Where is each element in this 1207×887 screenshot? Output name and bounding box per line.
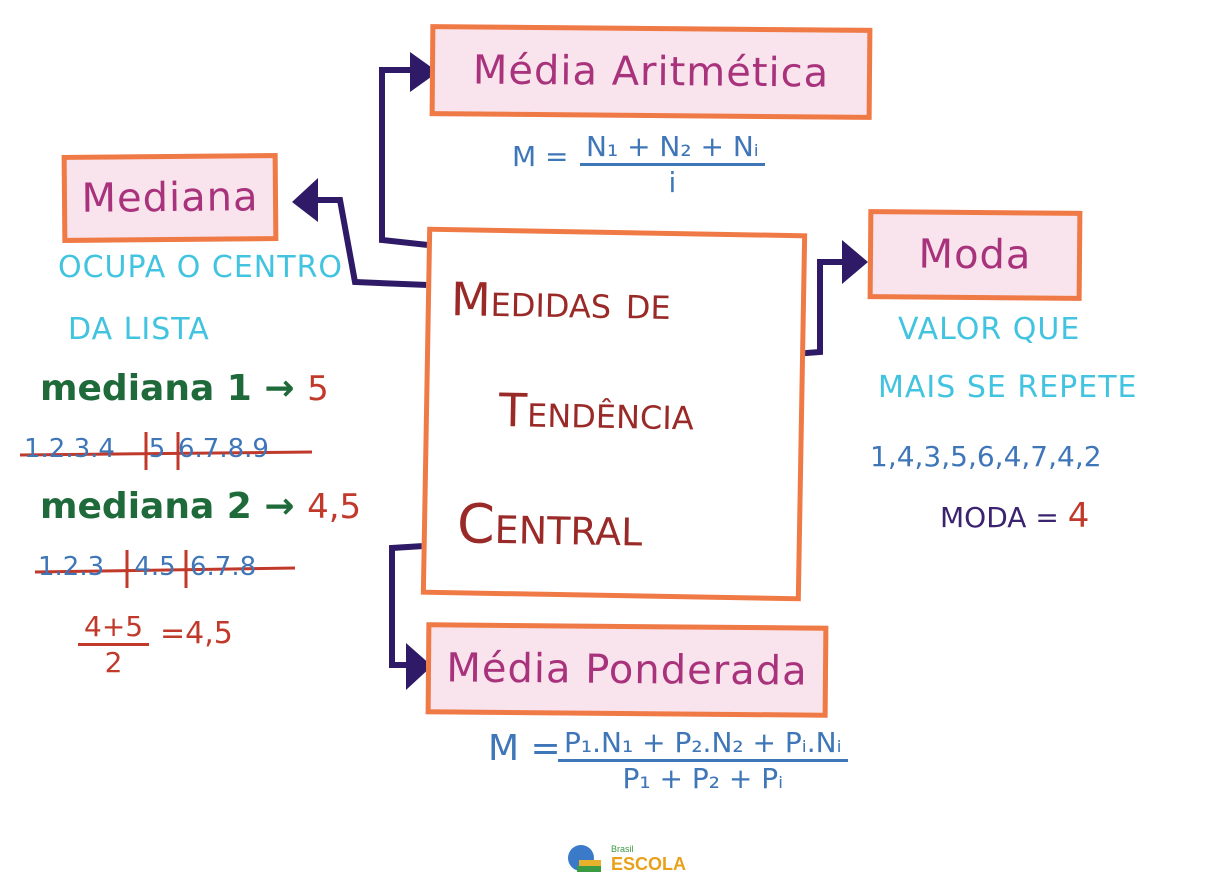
media-aritmetica-box: Média Aritmética	[429, 24, 873, 120]
moda-title: Moda	[918, 231, 1032, 279]
mediana-list1-mid: 5	[148, 434, 166, 464]
globe-books-icon	[568, 845, 601, 872]
mediana-calc-numerator: 4+5	[78, 610, 150, 646]
central-topic-line2: Tendência	[498, 382, 695, 441]
media-aritmetica-title: Média Aritmética	[472, 47, 830, 97]
mediana-box: Mediana	[61, 153, 279, 243]
arrowhead-mediana	[292, 178, 318, 222]
moda-box: Moda	[867, 209, 1083, 301]
arrowhead-media-ponderada	[406, 643, 432, 690]
moda-list: 1,4,3,5,6,4,7,4,2	[870, 440, 1102, 473]
moda-desc-line1: valor que	[898, 312, 1081, 347]
mediana-calc-result: =4,5	[160, 616, 233, 651]
mediana-calc-denominator: 2	[104, 646, 123, 679]
media-ponderada-box: Média Ponderada	[425, 622, 829, 718]
media-ponderada-title: Média Ponderada	[446, 645, 808, 695]
logo-brand-small: Brasil	[611, 844, 634, 854]
media-ponderada-denominator: P₁ + P₂ + Pᵢ	[622, 762, 784, 795]
media-ponderada-numerator: P₁.N₁ + P₂.N₂ + Pᵢ.Nᵢ	[558, 726, 848, 762]
mediana-list1-left: 1.2.3.4	[24, 434, 115, 464]
mediana-list1-right: 6.7.8.9	[178, 434, 269, 464]
moda-result-label: MODA =	[940, 501, 1068, 534]
media-ponderada-formula-lhs: M =	[488, 728, 561, 769]
media-aritmetica-denominator: i	[668, 166, 677, 199]
moda-result: MODA = 4	[940, 496, 1089, 536]
mediana-title: Mediana	[81, 174, 259, 222]
brasil-escola-logo: Brasil ESCOLA	[565, 842, 705, 878]
media-ponderada-formula-fraction: P₁.N₁ + P₂.N₂ + Pᵢ.Nᵢ P₁ + P₂ + Pᵢ	[558, 726, 848, 795]
mediana-desc-line2: da lista	[68, 312, 210, 347]
central-topic-box: Medidas de Tendência Central	[420, 226, 808, 602]
mediana-desc-line1: ocupa o centro	[58, 250, 344, 285]
mediana-calc-fraction: 4+5 2	[78, 610, 150, 679]
mediana-example2-value: 4,5	[307, 487, 362, 527]
strike-line-list1	[19, 450, 313, 457]
moda-result-value: 4	[1067, 496, 1090, 536]
arrow-to-mediana	[315, 197, 429, 288]
mediana-example2-label: mediana 2 →	[40, 486, 308, 527]
media-aritmetica-numerator: N₁ + N₂ + Nᵢ	[580, 130, 765, 166]
mediana-list1: 1.2.3.4 5 6.7.8.9	[24, 434, 269, 464]
central-topic-line3: Central	[456, 492, 643, 559]
moda-desc-line2: mais se repete	[878, 370, 1138, 405]
mediana-list2-left: 1.2.3	[38, 552, 105, 582]
mediana-example2: mediana 2 → 4,5	[40, 486, 361, 527]
strike-line-list2	[34, 566, 296, 574]
arrow-to-media-aritmetica	[379, 67, 429, 248]
central-topic-line1: Medidas de	[450, 272, 672, 330]
arrowhead-media-aritmetica	[410, 52, 438, 92]
arrow-to-media-ponderada	[389, 542, 441, 668]
media-aritmetica-formula-fraction: N₁ + N₂ + Nᵢ i	[580, 130, 765, 199]
mediana-example1-label: mediana 1 →	[40, 368, 308, 409]
mediana-example1-value: 5	[307, 369, 329, 409]
arrowhead-moda	[842, 240, 868, 284]
mediana-list2-mid: 4.5	[134, 552, 176, 582]
mediana-list2: 1.2.3 4.5 6.7.8	[38, 552, 256, 582]
media-aritmetica-formula-lhs: M =	[512, 140, 569, 173]
logo-brand-main: ESCOLA	[611, 854, 687, 874]
mediana-example1: mediana 1 → 5	[40, 368, 329, 409]
mediana-list2-right: 6.7.8	[190, 552, 257, 582]
